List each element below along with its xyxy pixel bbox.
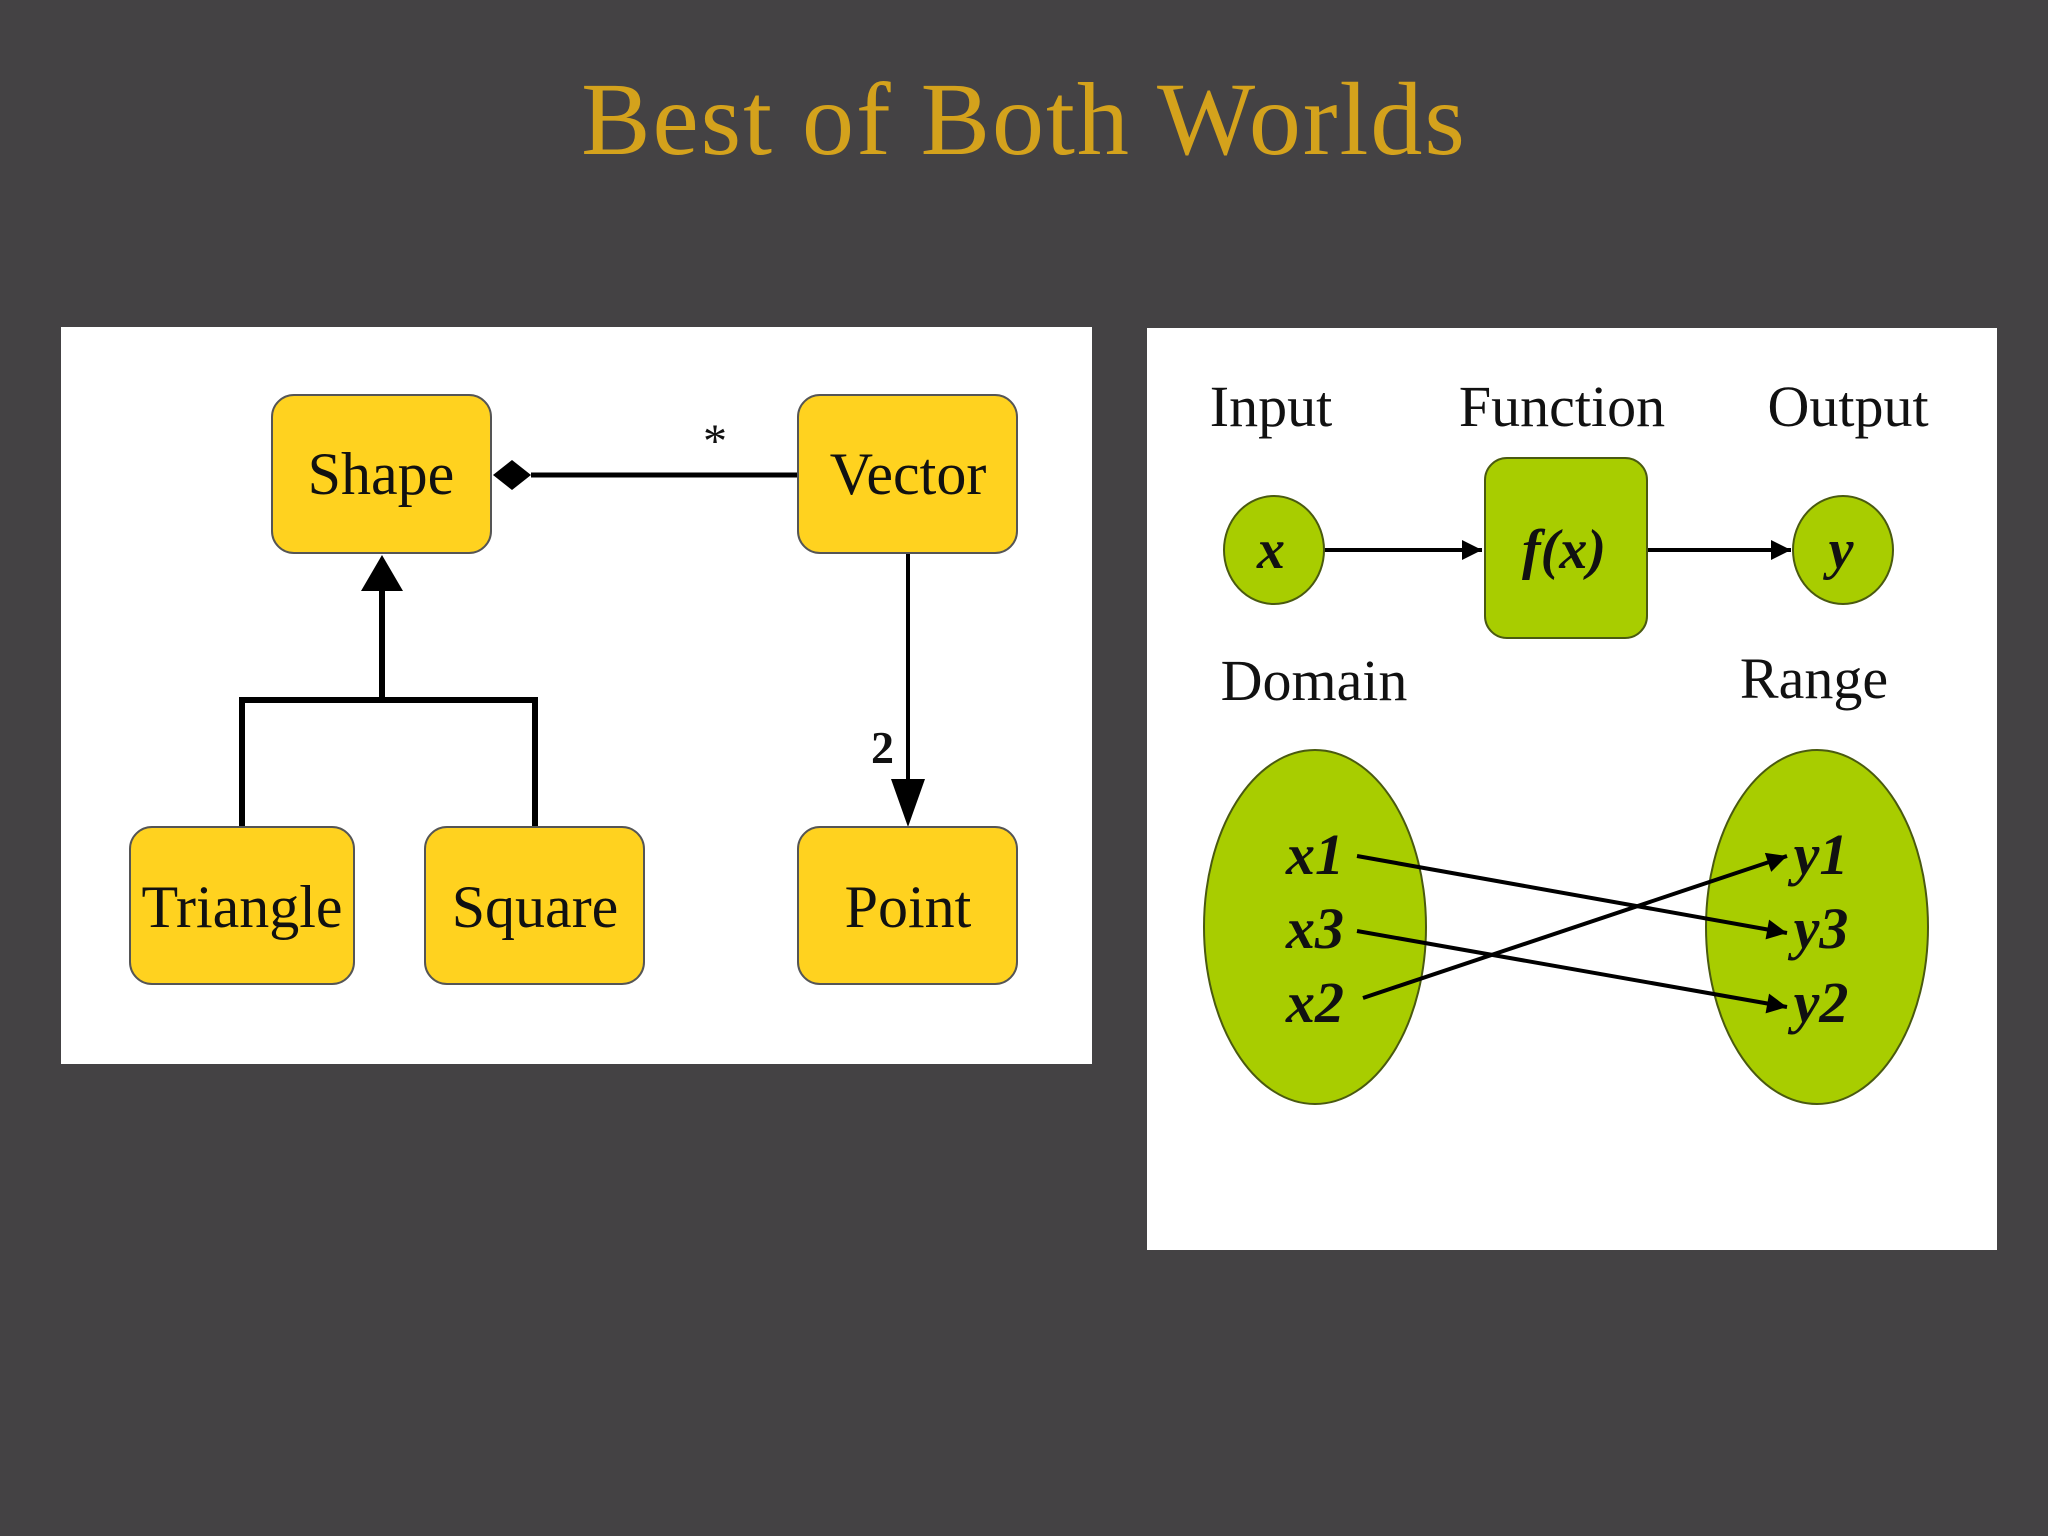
range-item: y1 — [1788, 822, 1849, 887]
domain-item: x3 — [1285, 896, 1344, 961]
function-node-label: f(x) — [1522, 519, 1606, 581]
multiplicity-star: * — [703, 415, 727, 468]
slide-title: Best of Both Worlds — [581, 62, 1467, 177]
range-item: y3 — [1788, 896, 1849, 961]
header-output: Output — [1767, 374, 1928, 439]
range-set — [1705, 749, 1929, 1105]
class-label-triangle: Triangle — [141, 874, 342, 940]
function-diagram: Input Function Output x f(x) y Domain Ra… — [1203, 374, 1929, 1105]
class-label-square: Square — [452, 874, 619, 940]
output-node-label: y — [1823, 519, 1855, 581]
inheritance-connector — [239, 555, 538, 827]
class-label-vector: Vector — [830, 441, 987, 507]
header-range: Range — [1740, 646, 1888, 711]
domain-set — [1203, 749, 1427, 1105]
class-box-shape: Shape — [271, 394, 492, 554]
association-connector: 2 — [871, 554, 925, 827]
header-domain: Domain — [1221, 648, 1408, 713]
composition-diamond — [493, 460, 531, 490]
input-node-label: x — [1256, 519, 1285, 581]
output-node: y — [1792, 495, 1894, 605]
domain-item: x1 — [1285, 822, 1344, 887]
mapping-arrow-x2-y1 — [1362, 852, 1788, 1000]
mapping-arrow-x1-y3 — [1356, 854, 1788, 940]
composition-connector: * — [493, 415, 851, 493]
class-label-shape: Shape — [308, 441, 455, 507]
mapping-arrow-x3-y2 — [1356, 929, 1788, 1014]
domain-item: x2 — [1285, 970, 1344, 1035]
class-box-vector: Vector — [797, 394, 1018, 554]
multiplicity-two: 2 — [871, 722, 894, 773]
function-diagram-panel: Input Function Output x f(x) y Domain Ra… — [1147, 328, 1997, 1250]
function-node: f(x) — [1484, 457, 1648, 639]
inheritance-arrowhead — [361, 555, 403, 591]
range-item: y2 — [1788, 970, 1849, 1035]
input-node: x — [1223, 495, 1325, 605]
header-function: Function — [1459, 374, 1665, 439]
association-arrowhead — [891, 779, 925, 827]
class-box-square: Square — [424, 826, 645, 985]
uml-diagram-panel: * 2 Shape Vector Triangle Square Point — [61, 327, 1092, 1064]
class-box-triangle: Triangle — [129, 826, 355, 985]
header-input: Input — [1210, 374, 1332, 439]
class-label-point: Point — [845, 874, 972, 940]
class-box-point: Point — [797, 826, 1018, 985]
uml-diagram: * 2 Shape Vector Triangle Square Point — [129, 394, 1018, 985]
